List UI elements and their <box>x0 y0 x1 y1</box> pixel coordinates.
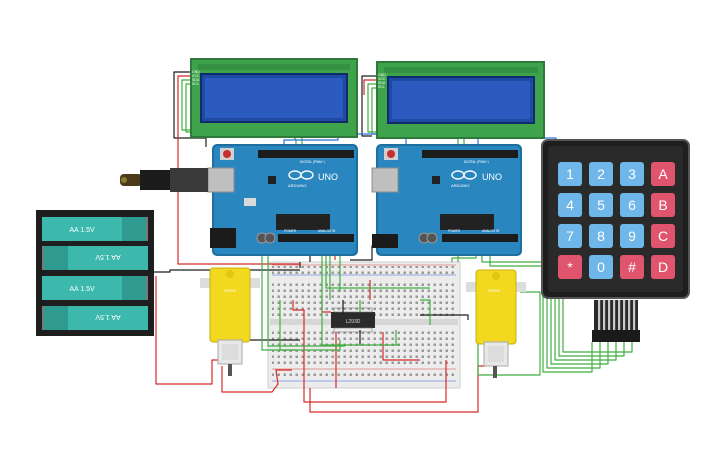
battery-cell-label: AA 1.5V <box>95 253 121 260</box>
keypad-key-cap <box>620 255 644 279</box>
keypad-key[interactable]: 6 <box>620 193 644 217</box>
keypad-key-label: * <box>567 259 573 275</box>
dc-motor-right[interactable]: DRPM <box>466 269 526 378</box>
keypad-key-cap <box>589 255 613 279</box>
lcd-right-pin: SCL <box>378 85 385 89</box>
keypad-key-label: 1 <box>566 166 574 182</box>
keypad-key-cap <box>558 193 582 217</box>
arduino-uno-left[interactable]: ARDUINO UNO DIGITAL (PWM~) POWER ANALOG … <box>207 144 358 256</box>
keypad-connector <box>592 300 640 342</box>
lcd-left-pin: VCC <box>192 74 200 78</box>
battery-cell: AA 1.5V <box>42 217 148 241</box>
dc-motor-left[interactable]: DRPM <box>200 267 260 376</box>
arduino-right-power-label: POWER <box>448 229 461 233</box>
keypad-key-cap <box>620 193 644 217</box>
lcd-left-pin: SCL <box>192 82 199 86</box>
arduino-right-brand: ARDUINO <box>451 183 469 188</box>
keypad-key[interactable]: 9 <box>620 224 644 248</box>
keypad-key-cap <box>589 162 613 186</box>
keypad-key-cap <box>651 193 675 217</box>
keypad-key[interactable]: # <box>620 255 644 279</box>
arduino-right-analog-label: ANALOG IN <box>482 229 500 233</box>
keypad-key-cap <box>589 224 613 248</box>
arduino-left-power-label: POWER <box>284 229 297 233</box>
arduino-left-model: UNO <box>318 172 338 182</box>
lcd-right-pin: GND <box>378 73 386 77</box>
keypad-key-label: 2 <box>597 166 605 182</box>
arduino-left-analog-label: ANALOG IN <box>318 229 336 233</box>
keypad-key[interactable]: 3 <box>620 162 644 186</box>
lcd-left-pin: GND <box>192 70 200 74</box>
keypad-key[interactable]: D <box>651 255 675 279</box>
lcd-left-pin: SDA <box>192 78 200 82</box>
keypad-key[interactable]: 4 <box>558 193 582 217</box>
keypad-key-label: B <box>658 197 667 213</box>
keypad-key[interactable]: 8 <box>589 224 613 248</box>
keypad-key-cap <box>651 162 675 186</box>
lcd-display-left[interactable]: GND VCC SDA SCL <box>190 58 358 138</box>
keypad-key[interactable]: A <box>651 162 675 186</box>
keypad-key-label: 4 <box>566 197 574 213</box>
keypad-key-label: C <box>658 228 668 244</box>
keypad-key-label: 3 <box>628 166 636 182</box>
lcd-right-pin: SDA <box>378 81 386 85</box>
arduino-right-logo <box>451 170 477 180</box>
battery-cell: AA 1.5V <box>42 246 148 270</box>
keypad-key-label: 9 <box>628 228 636 244</box>
arduino-right-digital-label: DIGITAL (PWM~) <box>464 160 489 164</box>
keypad-key[interactable]: 2 <box>589 162 613 186</box>
keypad-key-cap <box>651 255 675 279</box>
motor-right-label: DRPM <box>488 288 500 293</box>
battery-cell-label: AA 1.5V <box>69 227 95 234</box>
battery-cell: AA 1.5V <box>42 306 148 330</box>
keypad-4x4[interactable]: 1 2 3 A 4 5 6 B 7 8 9 C * 0 # D <box>541 139 690 342</box>
keypad-key[interactable]: 0 <box>589 255 613 279</box>
keypad-key[interactable]: C <box>651 224 675 248</box>
keypad-key-label: 8 <box>597 228 605 244</box>
keypad-key-label: 5 <box>597 197 605 213</box>
arduino-left-brand: ARDUINO <box>288 183 306 188</box>
keypad-key-label: D <box>658 259 668 275</box>
driver-chip-label: L293D <box>346 319 361 325</box>
keypad-key-cap <box>620 224 644 248</box>
keypad-key-cap <box>651 224 675 248</box>
keypad-key-label: 7 <box>566 228 574 244</box>
lcd-display-right[interactable]: GND VCC SDA SCL <box>376 61 545 139</box>
driver-chip[interactable]: L293D <box>331 307 375 333</box>
keypad-key[interactable]: 5 <box>589 193 613 217</box>
keypad-key-cap <box>558 224 582 248</box>
keypad-key-label: 6 <box>628 197 636 213</box>
arduino-left-digital-label: DIGITAL (PWM~) <box>300 160 325 164</box>
keypad-key[interactable]: * <box>558 255 582 279</box>
keypad-key-cap <box>558 255 582 279</box>
lcd-right-pin: VCC <box>378 77 386 81</box>
keypad-key[interactable]: 7 <box>558 224 582 248</box>
motor-left-label: DRPM <box>224 288 236 293</box>
arduino-uno-right[interactable]: ARDUINO UNO DIGITAL (PWM~) POWER ANALOG … <box>371 144 522 256</box>
keypad-key[interactable]: B <box>651 193 675 217</box>
lcd-left-pins: GND VCC SDA SCL <box>192 70 200 86</box>
battery-cell-label: AA 1.5V <box>69 286 95 293</box>
keypad-key[interactable]: 1 <box>558 162 582 186</box>
keypad-key-label: A <box>658 166 668 182</box>
usb-plug[interactable] <box>120 168 208 192</box>
keypad-key-cap <box>620 162 644 186</box>
arduino-left-logo <box>288 170 314 180</box>
battery-pack[interactable]: AA 1.5V AA 1.5V AA 1.5V AA 1.5V <box>36 210 154 336</box>
lcd-right-pins: GND VCC SDA SCL <box>378 73 386 89</box>
keypad-key-label: 0 <box>597 259 605 275</box>
keypad-key-cap <box>589 193 613 217</box>
keypad-key-cap <box>558 162 582 186</box>
battery-cell-label: AA 1.5V <box>95 313 121 320</box>
arduino-right-model: UNO <box>482 172 502 182</box>
battery-cell: AA 1.5V <box>42 276 148 300</box>
keypad-key-label: # <box>628 259 636 275</box>
